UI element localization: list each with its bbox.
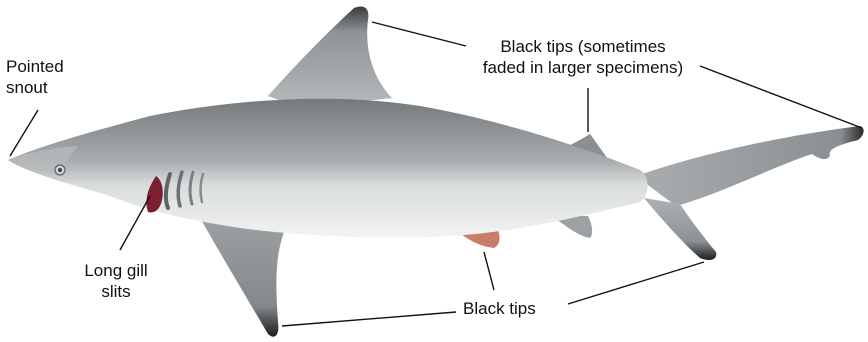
shark-body: [8, 99, 648, 238]
lower-caudal-lobe: [644, 198, 716, 260]
pectoral-fin: [198, 214, 284, 337]
label-long-gill-slits-line1: Long gill: [66, 260, 166, 281]
label-pointed-snout-line1: Pointed: [6, 56, 64, 77]
leader-lower-lobe-tip: [568, 262, 704, 304]
label-long-gill-slits-line2: slits: [66, 281, 166, 302]
upper-caudal-lobe: [636, 126, 864, 206]
leader-caudal-tip: [700, 66, 862, 128]
label-black-tips: Black tips: [463, 298, 536, 319]
label-pointed-snout: Pointed snout: [6, 56, 64, 98]
eye-pupil: [58, 168, 62, 172]
label-long-gill-slits: Long gill slits: [66, 260, 166, 302]
label-pointed-snout-line2: snout: [6, 77, 64, 98]
label-black-tips-sometimes-faded-line1: Black tips (sometimes: [460, 36, 706, 57]
leader-first-dorsal-tip: [372, 22, 466, 46]
leader-pelvic-tip: [484, 252, 494, 290]
label-black-tips-text: Black tips: [463, 298, 536, 319]
label-black-tips-sometimes-faded: Black tips (sometimes faded in larger sp…: [460, 36, 706, 78]
leader-pectoral-tip: [282, 312, 456, 326]
label-black-tips-sometimes-faded-line2: faded in larger specimens): [460, 57, 706, 78]
leader-snout: [10, 110, 38, 156]
